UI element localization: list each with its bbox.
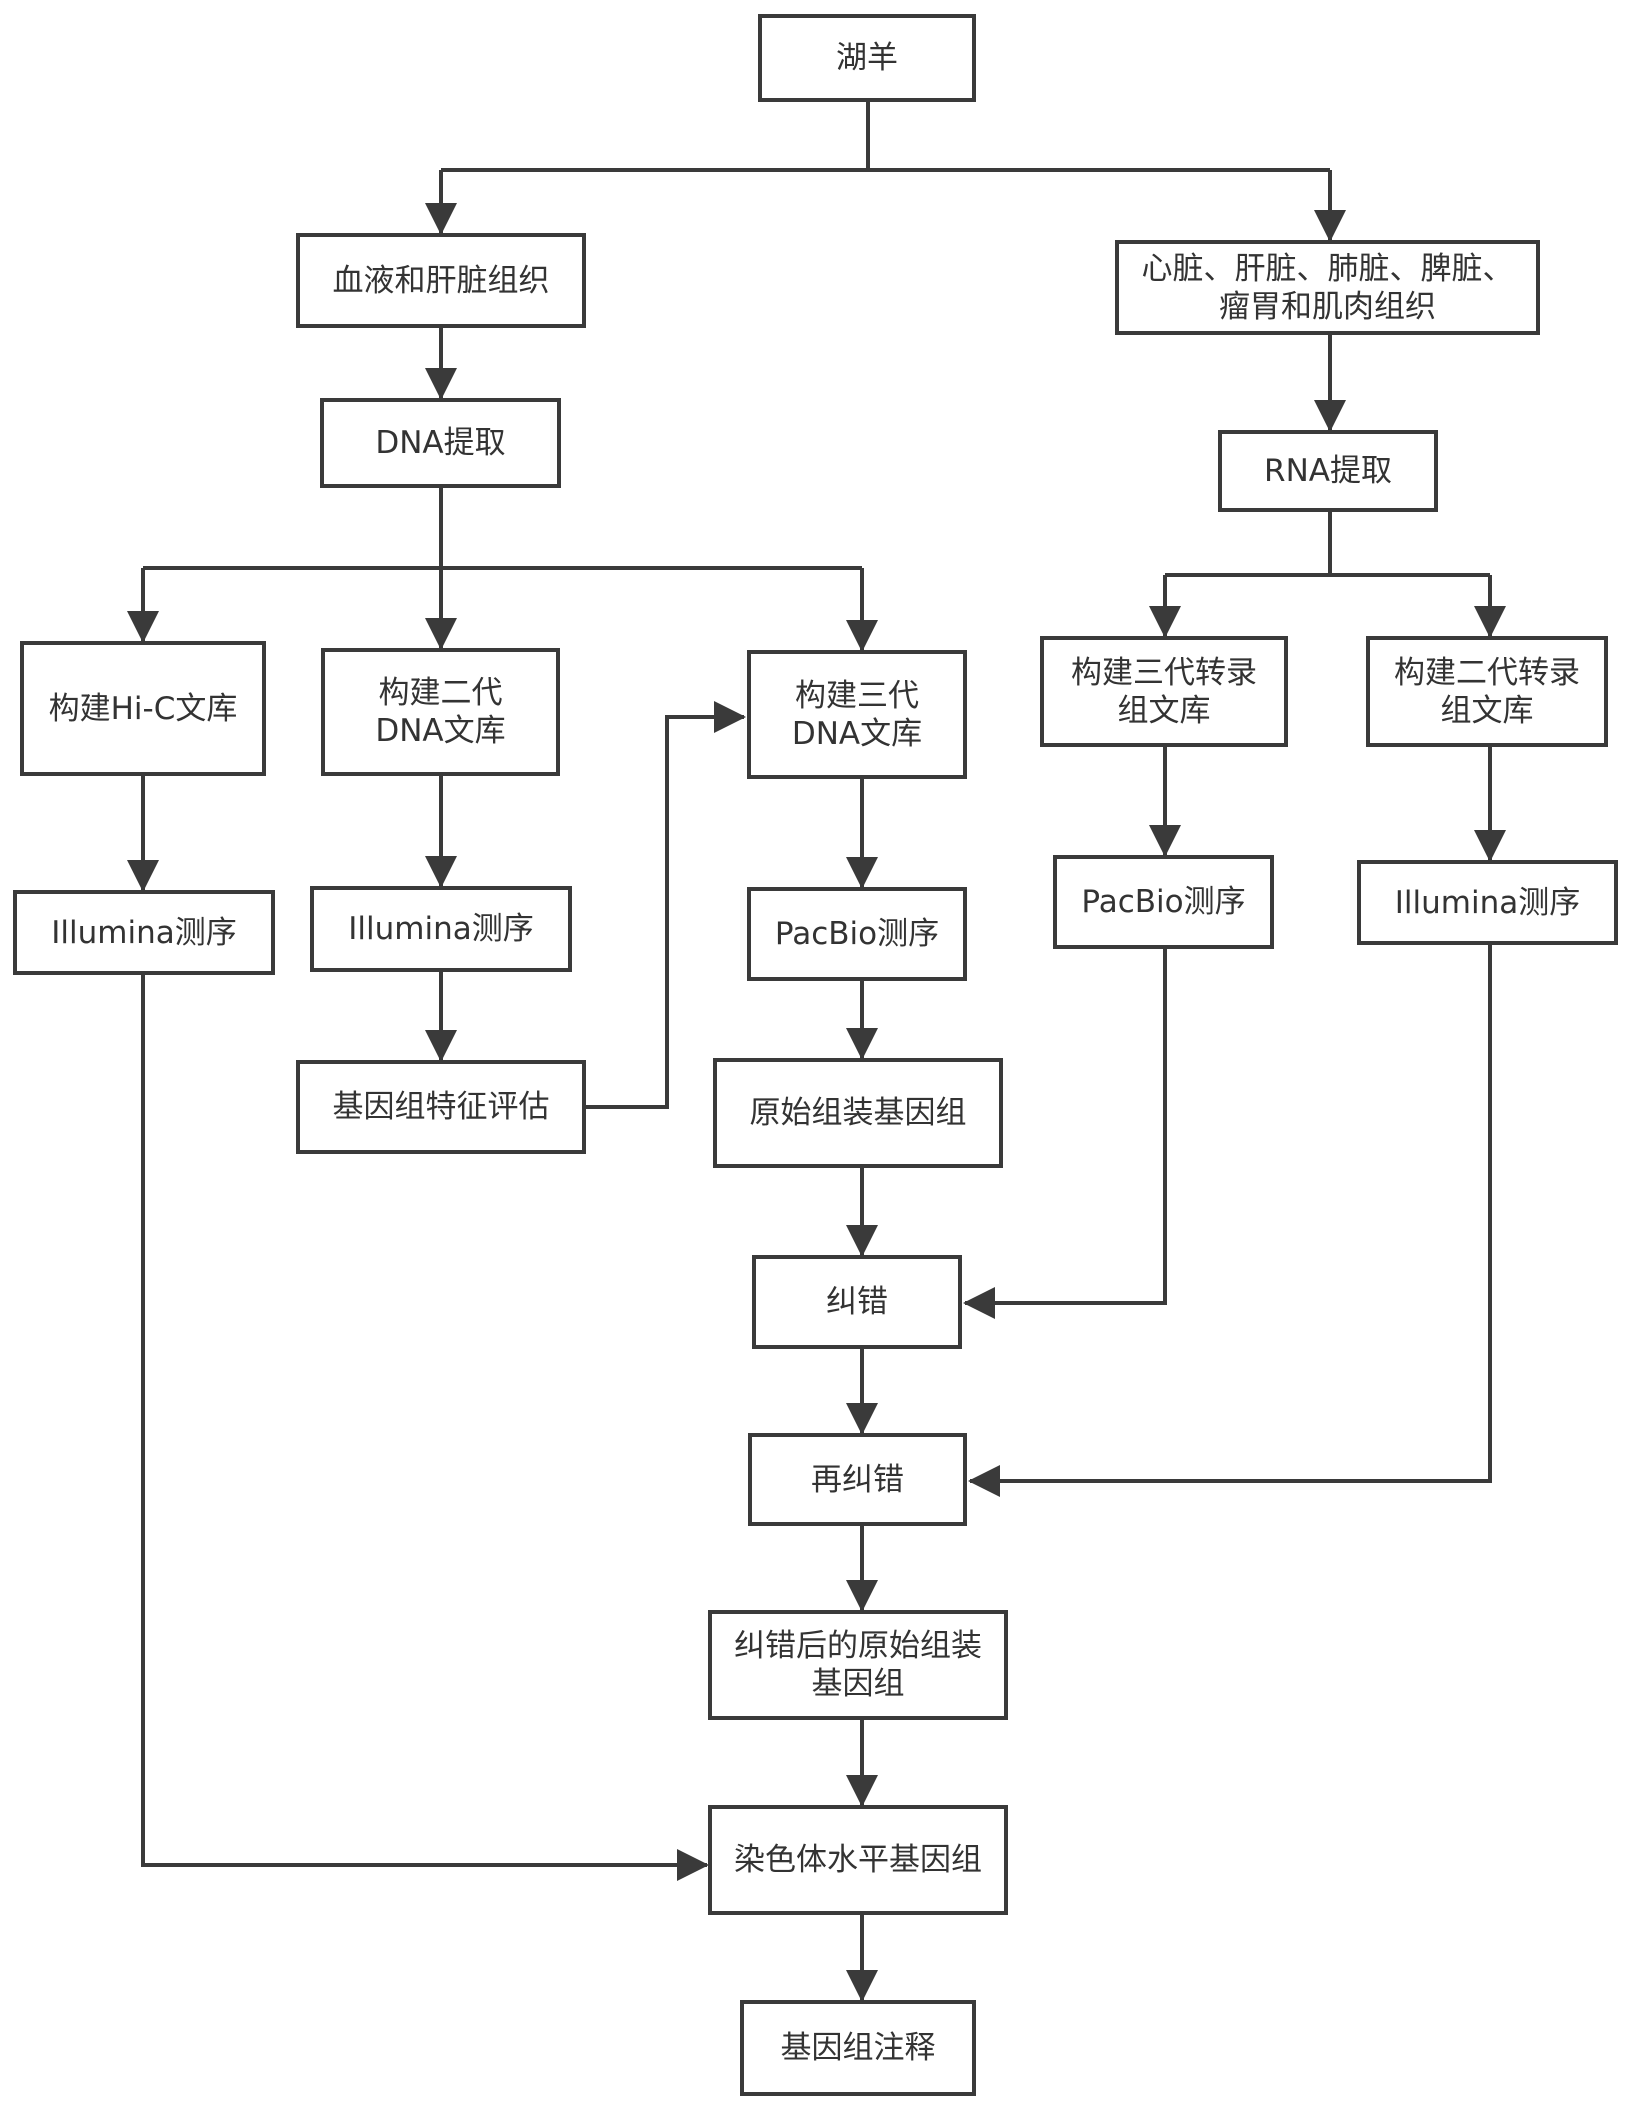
node-rna-illumina-sequencing: Illumina测序 [1357,860,1618,945]
node-blood-liver-tissue: 血液和肝脏组织 [296,233,586,328]
node-hu-sheep: 湖羊 [758,14,976,102]
node-tgs-transcriptome-library: 构建三代转录 组文库 [1040,636,1288,747]
node-tgs-dna-library: 构建三代 DNA文库 [747,650,967,779]
node-recorrection: 再纠错 [748,1433,967,1526]
node-ngs-transcriptome-library: 构建二代转录 组文库 [1366,636,1608,747]
node-hic-library: 构建Hi-C文库 [20,641,266,776]
edge-survey-to-tgs-lib [586,717,744,1107]
node-correction: 纠错 [752,1255,962,1349]
node-genome-annotation: 基因组注释 [740,2000,976,2096]
node-chromosome-level-genome: 染色体水平基因组 [708,1805,1008,1915]
node-corrected-raw-assembly: 纠错后的原始组装 基因组 [708,1610,1008,1720]
node-dna-pacbio-sequencing: PacBio测序 [747,887,967,981]
node-hic-illumina-sequencing: Illumina测序 [13,890,275,975]
node-dna-illumina-sequencing: Illumina测序 [310,886,572,972]
node-organ-tissues: 心脏、肝脏、肺脏、脾脏、 瘤胃和肌肉组织 [1115,240,1540,335]
node-ngs-dna-library: 构建二代 DNA文库 [321,648,560,776]
node-raw-assembly: 原始组装基因组 [713,1058,1003,1168]
node-genome-survey: 基因组特征评估 [296,1060,586,1154]
node-rna-extraction: RNA提取 [1218,430,1438,512]
edge-illumina-rna-to-recorrection [970,945,1490,1481]
node-rna-pacbio-sequencing: PacBio测序 [1053,855,1274,949]
node-dna-extraction: DNA提取 [320,398,561,488]
